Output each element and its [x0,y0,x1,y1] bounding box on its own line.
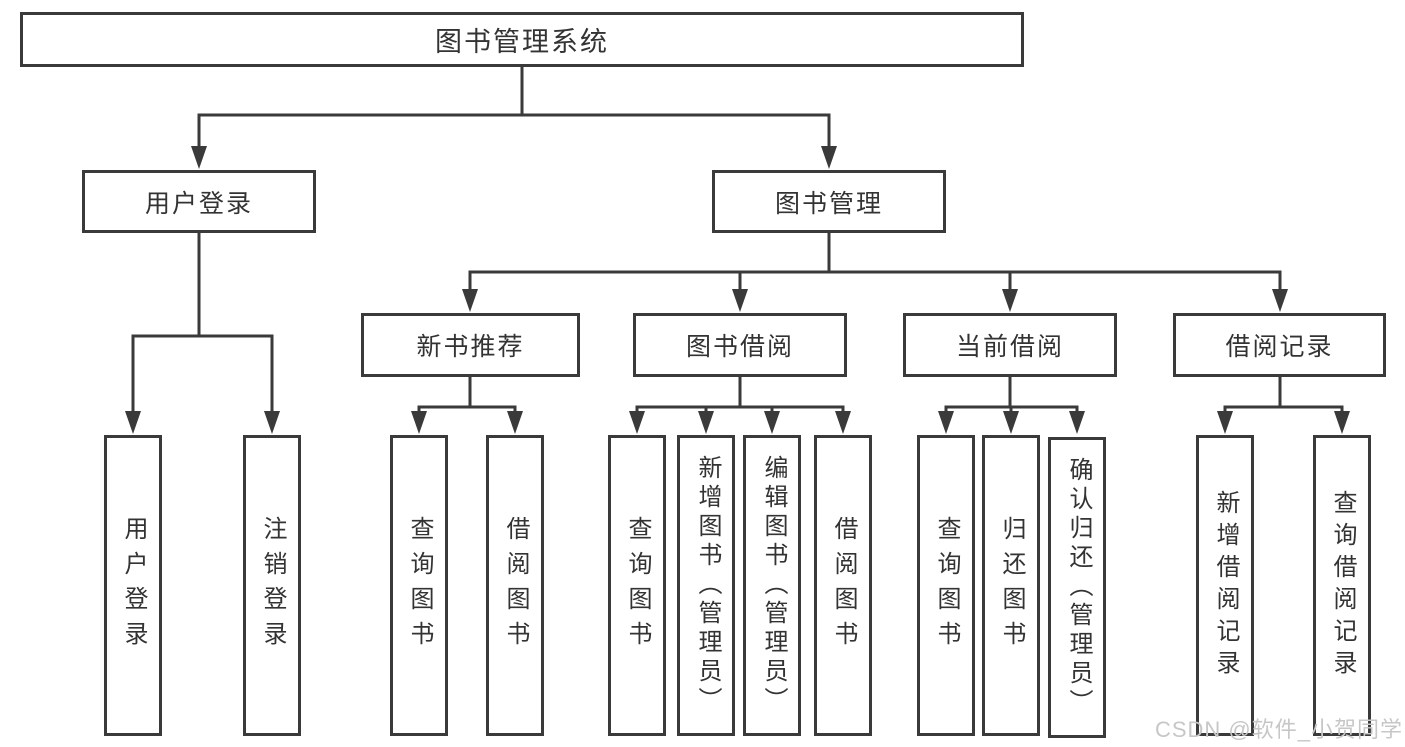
arrowhead [821,146,837,169]
arrowhead [938,411,954,434]
node-current-borrow: 当前借阅 [903,313,1117,377]
arrowhead [629,411,645,434]
node-borrow-records: 借阅记录 [1173,313,1386,377]
leaf-edit-books-admin: 编辑图书（管理员） [743,435,801,736]
leaf-return-books: 归还图书 [982,435,1040,736]
arrowhead [1003,411,1019,434]
connector-currentborrow-to-leaves [944,375,1079,415]
node-library-system: 图书管理系统 [20,12,1024,67]
node-book-borrow: 图书借阅 [633,313,847,377]
arrowhead [835,411,851,434]
connector-strokes [131,65,1344,415]
leaf-query-books-recommend: 查询图书 [390,435,448,736]
arrowheads [125,146,1350,434]
connector-bookborrow-to-leaves [635,375,845,415]
connector-newbook-to-leaves [417,375,517,415]
arrowhead [764,411,780,434]
arrowhead [1272,289,1288,312]
leaf-logout: 注销登录 [243,435,301,736]
leaf-query-books-borrow: 查询图书 [608,435,666,736]
connector-records-to-leaves [1223,375,1344,415]
leaf-add-books-admin: 新增图书（管理员） [677,435,735,736]
arrowhead [411,411,427,434]
arrowhead [698,411,714,434]
node-user-login: 用户登录 [82,170,316,233]
connector-bookmgmt-to-level3 [468,231,1282,293]
arrowhead [462,289,478,312]
arrowhead [191,146,207,169]
arrowhead [1334,411,1350,434]
leaf-borrow-books: 借阅图书 [814,435,872,736]
leaf-add-borrow-record: 新增借阅记录 [1196,435,1254,736]
connector-userlogin-to-leaves [131,231,274,415]
arrowhead [1217,411,1233,434]
arrowhead [507,411,523,434]
leaf-user-login: 用户登录 [104,435,162,736]
leaf-borrow-books-recommend: 借阅图书 [486,435,544,736]
leaf-query-borrow-record: 查询借阅记录 [1313,435,1371,736]
node-new-book-recommend: 新书推荐 [361,313,580,377]
arrowhead [1069,411,1085,434]
arrowhead [1002,289,1018,312]
leaf-confirm-return-admin: 确认归还（管理员） [1048,437,1106,738]
arrowhead [264,411,280,434]
connector-root-to-level2 [197,65,831,150]
watermark-csdn: CSDN @软件_小贺同学 [1154,717,1403,742]
node-book-management: 图书管理 [712,170,946,233]
leaf-query-books-current: 查询图书 [917,435,975,736]
arrowhead [732,289,748,312]
arrowhead [125,411,141,434]
